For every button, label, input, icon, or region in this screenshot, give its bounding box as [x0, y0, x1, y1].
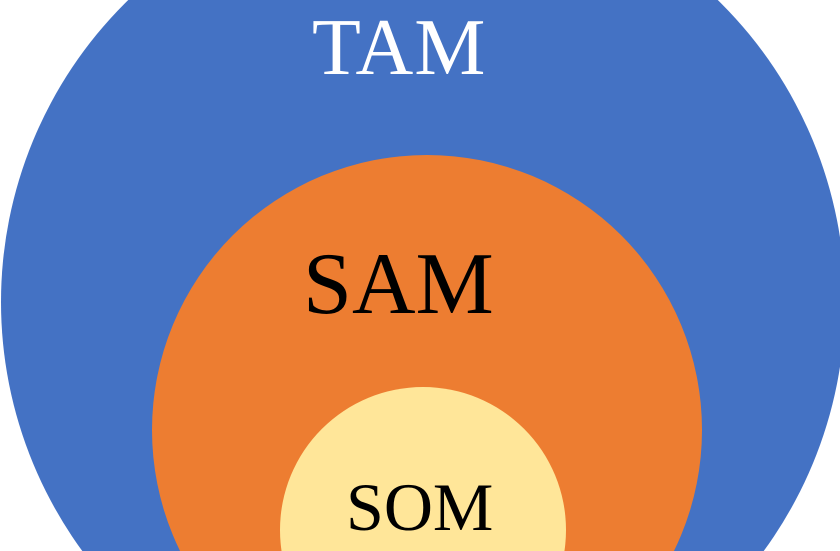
- sam-label: SAM: [303, 236, 494, 333]
- sam-circle: [152, 155, 702, 551]
- tam-label: TAM: [312, 4, 487, 92]
- som-circle: [280, 387, 566, 551]
- som-label: SOM: [346, 469, 494, 545]
